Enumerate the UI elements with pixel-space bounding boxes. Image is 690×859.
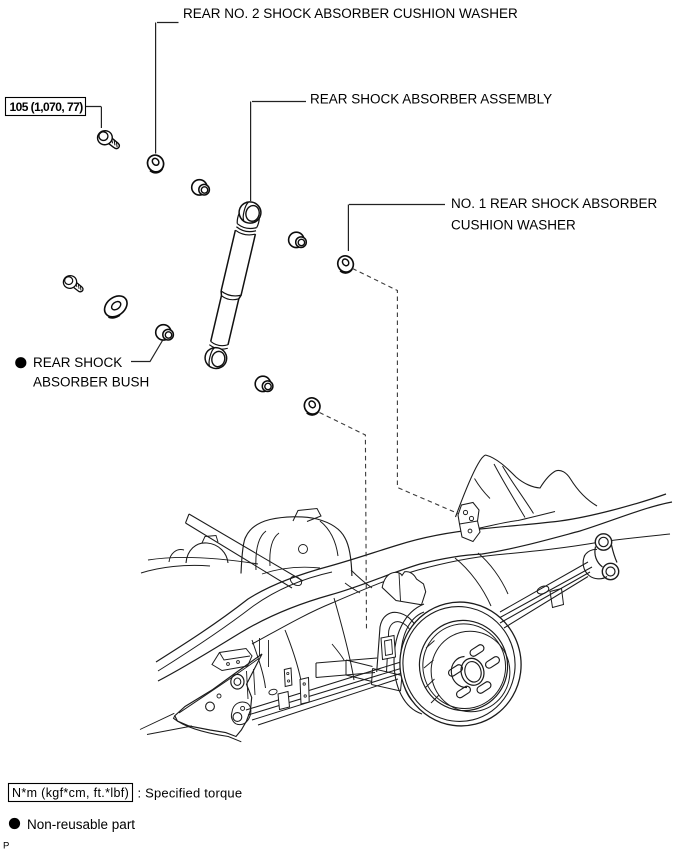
svg-text:105 (1,070, 77): 105 (1,070, 77) bbox=[10, 100, 84, 114]
svg-text:N*m (kgf*cm, ft.*lbf): N*m (kgf*cm, ft.*lbf) bbox=[12, 786, 129, 800]
svg-text:Non-reusable part: Non-reusable part bbox=[27, 817, 135, 832]
svg-text:REAR SHOCK: REAR SHOCK bbox=[33, 355, 122, 370]
svg-text:: Specified torque: : Specified torque bbox=[138, 786, 243, 801]
svg-text:REAR NO. 2 SHOCK ABSORBER CUSH: REAR NO. 2 SHOCK ABSORBER CUSHION WASHER bbox=[183, 6, 518, 21]
svg-text:CUSHION WASHER: CUSHION WASHER bbox=[451, 218, 576, 233]
svg-text:P: P bbox=[3, 841, 9, 852]
svg-text:NO. 1 REAR SHOCK ABSORBER: NO. 1 REAR SHOCK ABSORBER bbox=[451, 196, 658, 211]
svg-text:REAR SHOCK ABSORBER ASSEMBLY: REAR SHOCK ABSORBER ASSEMBLY bbox=[310, 92, 552, 107]
svg-text:ABSORBER BUSH: ABSORBER BUSH bbox=[33, 375, 149, 390]
